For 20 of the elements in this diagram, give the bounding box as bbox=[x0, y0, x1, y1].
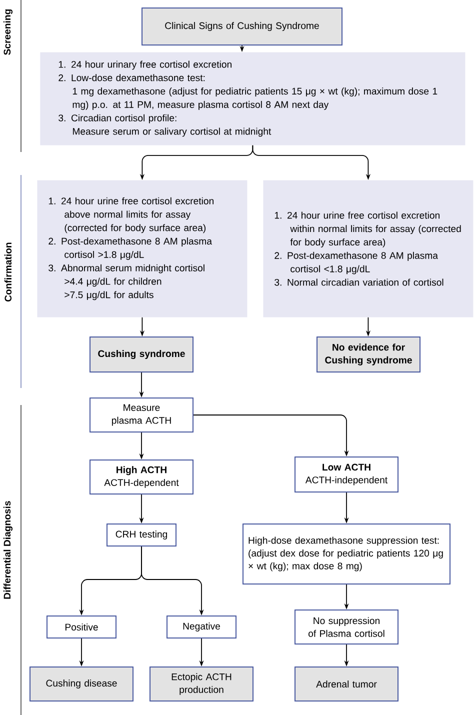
step-box: Measure plasma ACTH bbox=[90, 398, 194, 432]
criteria-box: 1. 24 hour urine free cortisol excretion above normal limits for assay (corrected for body surface area) 2. Post-dexamethasone 8 AM plasma cortisol >1.8 μg/dL 3. Abnormal serum midnight cortisol >4.4 μg/dL for children >7.5 μg/dL for adults bbox=[37, 180, 248, 318]
result-box: Ectopic ACTH production bbox=[150, 666, 254, 702]
result-box: Cushing disease bbox=[30, 666, 134, 702]
criteria-box: 1. 24 hour urinary free cortisol excretion 2. Low-dose dexamethasone test: 1 mg dexamethasone (adjust for pediatric patients 15 μg × wt (kg); maximum dose 1 mg) p.o. at 11 PM, measure plasma cortisol 8 AM next day 3. Circadian cortisol profile: Measure serum or salivary cortisol at midnight bbox=[40, 52, 466, 146]
section-label: Confirmation bbox=[4, 242, 12, 302]
result-box: No evidence for Cushing syndrome bbox=[316, 336, 420, 372]
step-box: High ACTH ACTH-dependent bbox=[90, 460, 194, 494]
step-box: High-dose dexamethasone suppression test: (adjust dex dose for pediatric patients 120 μg × wt (kg); max dose 8 mg) bbox=[242, 524, 450, 584]
step-box: No suppression of Plasma cortisol bbox=[294, 610, 398, 644]
step-box: Positive bbox=[46, 616, 116, 638]
section-label: Screening bbox=[4, 9, 12, 55]
step-box: Low ACTH ACTH-independent bbox=[294, 456, 398, 492]
result-box: Cushing syndrome bbox=[90, 336, 194, 372]
section-label: Differential Diagnosis bbox=[4, 501, 12, 599]
result-box: Clinical Signs of Cushing Syndrome bbox=[142, 8, 342, 46]
result-box: Adrenal tumor bbox=[294, 666, 398, 702]
step-box: Negative bbox=[166, 616, 236, 638]
step-box: CRH testing bbox=[106, 524, 176, 546]
criteria-box: 1. 24 hour urine free cortisol excretion within normal limits for assay (corrected for body surface area) 2. Post-dexamethasone 8 AM plasma cortisol <1.8 μg/dL 3. Normal circadian variation of cortisol bbox=[263, 180, 474, 318]
